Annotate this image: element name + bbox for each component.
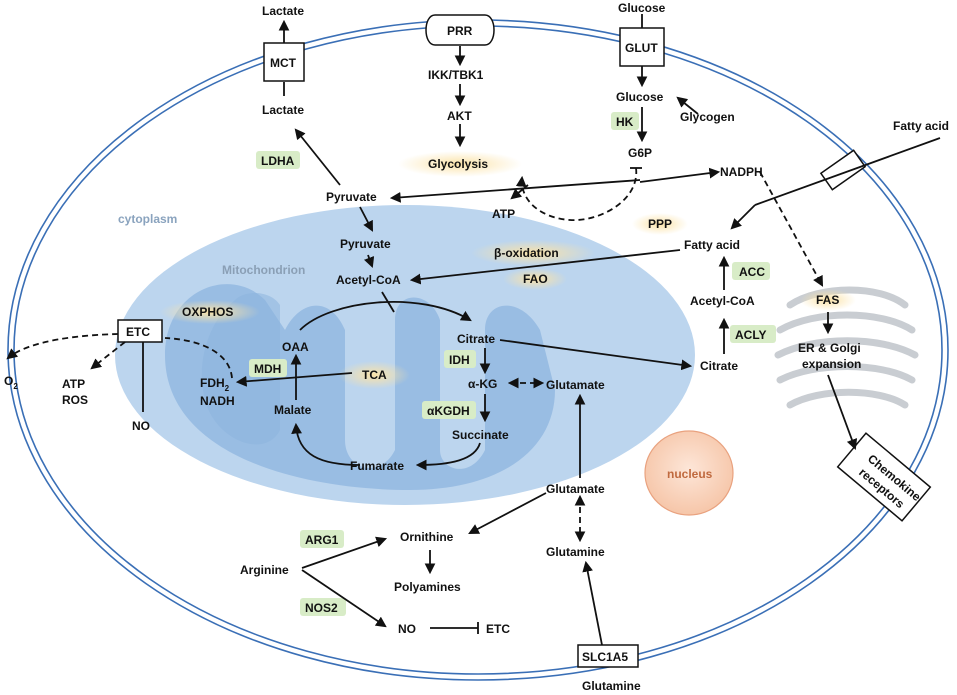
- oaa-label: OAA: [282, 340, 309, 354]
- ppp-label: PPP: [648, 217, 672, 231]
- ppp-glow: [632, 213, 688, 235]
- hk-badge: [611, 112, 639, 130]
- mct-label: MCT: [270, 56, 297, 70]
- hk-label: HK: [616, 115, 634, 129]
- no-etc-label: NO: [132, 419, 150, 433]
- glutamine-out-label: Glutamine: [582, 679, 641, 693]
- nos2-label: NOS2: [305, 601, 338, 615]
- o2-label: O2: [4, 374, 18, 391]
- etc-label: ETC: [126, 325, 150, 339]
- nucleus-label: nucleus: [667, 467, 713, 481]
- acc-label: ACC: [739, 265, 765, 279]
- citrate-mito-label: Citrate: [457, 332, 495, 346]
- oxphos-label: OXPHOS: [182, 305, 233, 319]
- glutamate-mito-label: Glutamate: [546, 378, 605, 392]
- pyruvate-mito-label: Pyruvate: [340, 237, 391, 251]
- prr-label: PRR: [447, 24, 473, 38]
- fas-label: FAS: [816, 293, 839, 307]
- mitochondrion-label: Mitochondrion: [222, 263, 305, 277]
- succinate-label: Succinate: [452, 428, 509, 442]
- slc1a5-label: SLC1A5: [582, 650, 628, 664]
- lactate-in-label: Lactate: [262, 103, 304, 117]
- ldha-label: LDHA: [261, 154, 295, 168]
- glutamine-cyto-label: Glutamine: [546, 545, 605, 559]
- oxphos-glow: [160, 300, 260, 324]
- mdh-badge: [249, 359, 287, 377]
- nadh-label: NADH: [200, 394, 235, 408]
- slc1a5-transporter: [577, 644, 639, 668]
- arginine-label: Arginine: [240, 563, 289, 577]
- fatty-acid-transporter: [819, 149, 867, 191]
- arg1-label: ARG1: [305, 533, 339, 547]
- nucleus: [644, 430, 734, 516]
- glut-transporter: [619, 27, 665, 67]
- ldha-badge: [256, 151, 300, 169]
- glucose-in-label: Glucose: [616, 90, 664, 104]
- fumarate-label: Fumarate: [350, 459, 404, 473]
- prr-receptor: [425, 14, 495, 46]
- citrate-cyto-label: Citrate: [700, 359, 738, 373]
- arg1-badge: [300, 530, 344, 548]
- beta-oxidation-label: β-oxidation: [494, 246, 559, 260]
- acetyl-coa-cyto-label: Acetyl-CoA: [690, 294, 755, 308]
- fadh2-label: FDH2: [200, 376, 230, 393]
- acc-badge: [732, 262, 770, 280]
- idh-badge: [444, 350, 476, 368]
- fatty-acid-in-label: Fatty acid: [684, 238, 740, 252]
- nos2-badge: [300, 598, 346, 616]
- acetyl-coa-mito-label: Acetyl-CoA: [336, 273, 401, 287]
- atp-glyco-label: ATP: [492, 207, 515, 221]
- er-golgi-label-1: ER & Golgi: [798, 341, 861, 355]
- cytoplasm-label: cytoplasm: [118, 212, 177, 226]
- glycolysis-glow: [398, 151, 522, 177]
- acly-label: ACLY: [735, 328, 767, 342]
- idh-label: IDH: [449, 353, 470, 367]
- etc-box: [117, 319, 163, 343]
- fas-glow: [800, 289, 856, 311]
- atp-label: ATP: [62, 377, 85, 391]
- etc-target-label: ETC: [486, 622, 510, 636]
- glut-label: GLUT: [625, 41, 658, 55]
- akgdh-label: αKGDH: [427, 404, 470, 418]
- glycogen-label: Glycogen: [680, 110, 735, 124]
- akt-label: AKT: [447, 109, 472, 123]
- glycolysis-label: Glycolysis: [428, 157, 488, 171]
- mdh-label: MDH: [254, 362, 281, 376]
- akgdh-badge: [422, 401, 476, 419]
- akg-label: α-KG: [468, 377, 497, 391]
- fao-label: FAO: [523, 272, 548, 286]
- tca-glow: [338, 361, 410, 389]
- golgi-apparatus: [774, 286, 919, 409]
- fatty-acid-out-label: Fatty acid: [893, 119, 949, 133]
- ikk-label: IKK/TBK1: [428, 68, 484, 82]
- ornithine-label: Ornithine: [400, 530, 454, 544]
- acly-badge: [730, 325, 776, 343]
- glutamate-cyto-label: Glutamate: [546, 482, 605, 496]
- lactate-out-label: Lactate: [262, 4, 304, 18]
- pyruvate-cyto-label: Pyruvate: [326, 190, 377, 204]
- ros-label: ROS: [62, 393, 88, 407]
- glucose-out-label: Glucose: [618, 1, 666, 15]
- nadph-label: NADPH: [720, 165, 763, 179]
- no-label: NO: [398, 622, 416, 636]
- tca-label: TCA: [362, 368, 387, 382]
- fao-glow: [503, 268, 567, 290]
- g6p-label: G6P: [628, 146, 652, 160]
- malate-label: Malate: [274, 403, 312, 417]
- beta-oxidation-glow: [471, 240, 595, 266]
- er-golgi-label-2: expansion: [802, 357, 861, 371]
- polyamines-label: Polyamines: [394, 580, 461, 594]
